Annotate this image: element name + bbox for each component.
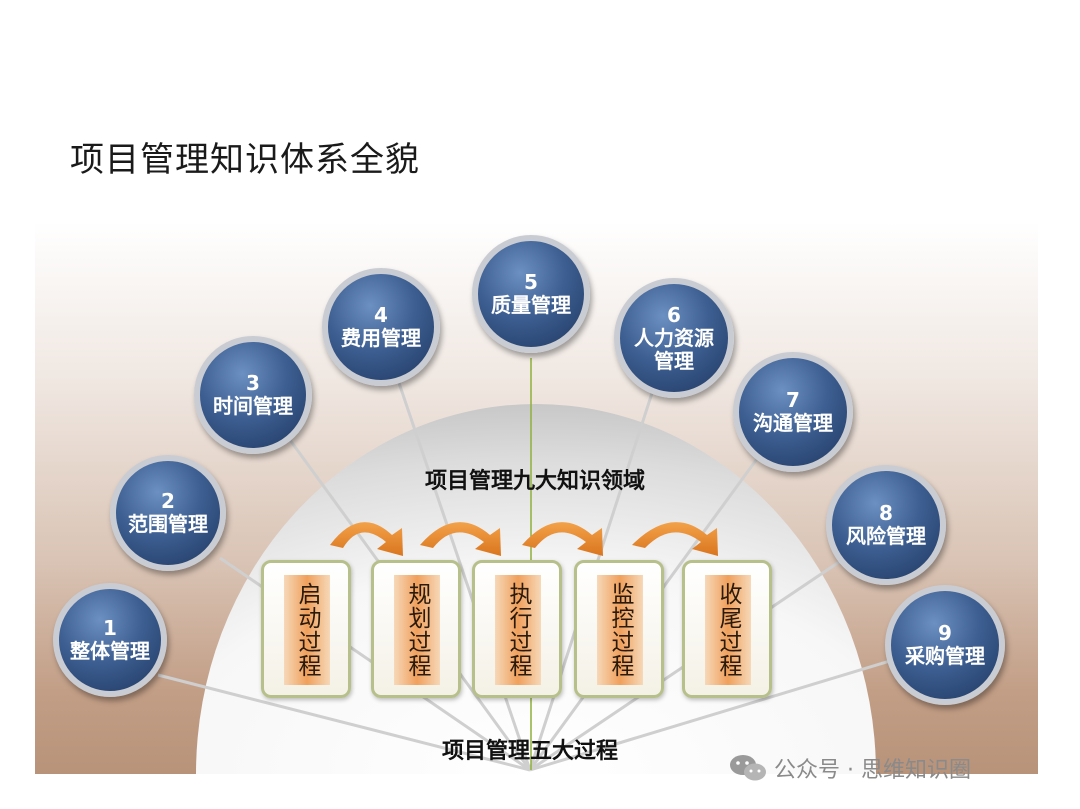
area-label-line2: 管理 bbox=[654, 348, 694, 373]
knowledge-area-8: 8 风险管理 bbox=[826, 465, 946, 585]
process-arrows bbox=[330, 522, 718, 556]
area-label-line1: 人力资源 bbox=[634, 325, 714, 350]
area-number: 6 bbox=[667, 302, 681, 327]
area-number: 8 bbox=[879, 501, 893, 525]
area-label: 整体管理 bbox=[70, 639, 150, 663]
knowledge-area-1: 1 整体管理 bbox=[53, 583, 167, 697]
area-label: 质量管理 bbox=[491, 293, 571, 317]
knowledge-area-5: 5 质量管理 bbox=[472, 235, 590, 353]
process-label: 执行过程 bbox=[505, 582, 531, 678]
knowledge-area-4: 4 费用管理 bbox=[322, 268, 440, 386]
process-bar: 启动过程 bbox=[284, 575, 330, 685]
area-label: 范围管理 bbox=[128, 512, 208, 536]
page-title: 项目管理知识体系全貌 bbox=[70, 140, 420, 180]
process-initiating: 启动过程 bbox=[261, 560, 351, 698]
process-label: 收尾过程 bbox=[715, 582, 741, 678]
process-bar: 收尾过程 bbox=[705, 575, 751, 685]
area-label: 沟通管理 bbox=[753, 411, 833, 435]
process-bar: 执行过程 bbox=[495, 575, 541, 685]
process-label: 启动过程 bbox=[294, 582, 320, 678]
knowledge-area-3: 3 时间管理 bbox=[194, 336, 312, 454]
knowledge-area-7: 7 沟通管理 bbox=[733, 352, 853, 472]
process-closing: 收尾过程 bbox=[682, 560, 772, 698]
process-executing: 执行过程 bbox=[472, 560, 562, 698]
area-number: 5 bbox=[524, 270, 538, 294]
processes-title: 项目管理五大过程 bbox=[441, 739, 618, 764]
area-number: 9 bbox=[938, 621, 952, 645]
process-bar: 规划过程 bbox=[394, 575, 440, 685]
process-planning: 规划过程 bbox=[371, 560, 461, 698]
watermark-text: 公众号 · 思维知识圈 bbox=[774, 758, 971, 783]
knowledge-area-2: 2 范围管理 bbox=[110, 455, 226, 571]
watermark: 公众号 · 思维知识圈 bbox=[728, 750, 971, 786]
area-label: 风险管理 bbox=[846, 524, 926, 548]
knowledge-area-6: 6 人力资源 管理 bbox=[614, 278, 734, 398]
wechat-icon bbox=[728, 752, 768, 784]
area-number: 7 bbox=[786, 388, 800, 412]
area-number: 4 bbox=[374, 303, 388, 327]
area-label: 费用管理 bbox=[341, 326, 421, 350]
area-number: 2 bbox=[161, 489, 175, 513]
area-label: 采购管理 bbox=[905, 644, 985, 668]
knowledge-area-9: 9 采购管理 bbox=[885, 585, 1005, 705]
area-number: 3 bbox=[246, 371, 260, 395]
process-bar: 监控过程 bbox=[597, 575, 643, 685]
process-label: 监控过程 bbox=[607, 582, 633, 678]
knowledge-areas-title: 项目管理九大知识领域 bbox=[424, 469, 645, 494]
process-label: 规划过程 bbox=[404, 582, 430, 678]
area-number: 1 bbox=[103, 616, 117, 640]
area-label: 时间管理 bbox=[213, 394, 293, 418]
process-monitoring: 监控过程 bbox=[574, 560, 664, 698]
